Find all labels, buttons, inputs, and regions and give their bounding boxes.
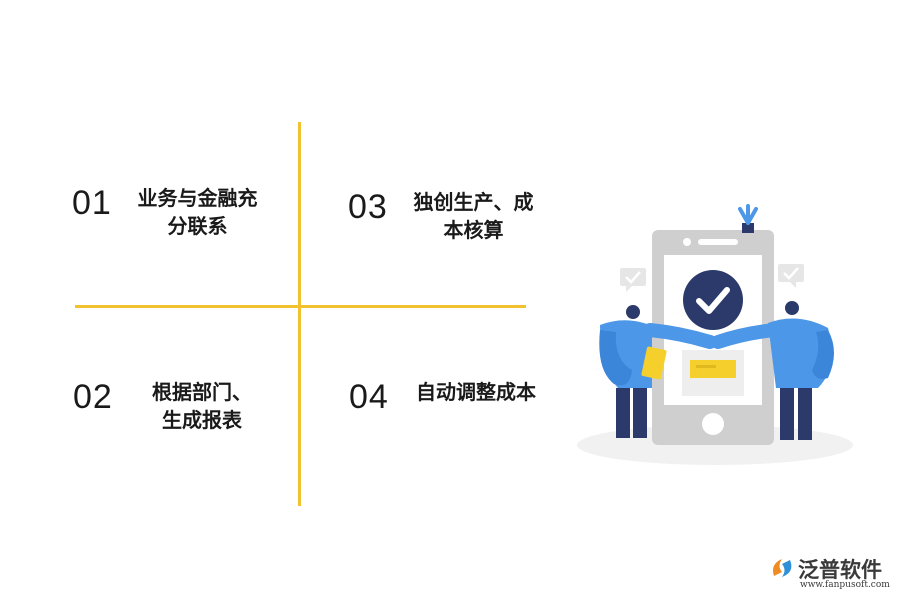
handshake-illustration (577, 204, 853, 465)
fanpu-logo-icon (773, 559, 792, 577)
item-02-text: 根据部门、 生成报表 (152, 380, 252, 432)
person-right (711, 301, 834, 440)
item-02-number: 02 (73, 378, 113, 416)
item-04-number: 04 (349, 378, 389, 416)
item-01-number: 01 (72, 184, 112, 222)
plant-icon (738, 204, 758, 233)
item-01-text: 业务与金融充 分联系 (137, 186, 258, 238)
brand-logo: 泛普软件 www.fanpusoft.com (768, 552, 894, 592)
check-circle-icon (683, 270, 743, 330)
quadrant-divider-vertical (298, 122, 301, 506)
item-03-text: 独创生产、成 本核算 (413, 190, 534, 242)
chat-check-icon (778, 264, 804, 288)
item-03-number: 03 (348, 188, 388, 226)
brand-name: 泛普软件 (798, 558, 882, 582)
item-04-text: 自动调整成本 (416, 380, 536, 404)
quadrant-divider-horizontal (75, 305, 526, 308)
brand-url: www.fanpusoft.com (800, 580, 890, 590)
person-left (599, 305, 717, 438)
chat-check-icon (620, 268, 646, 292)
